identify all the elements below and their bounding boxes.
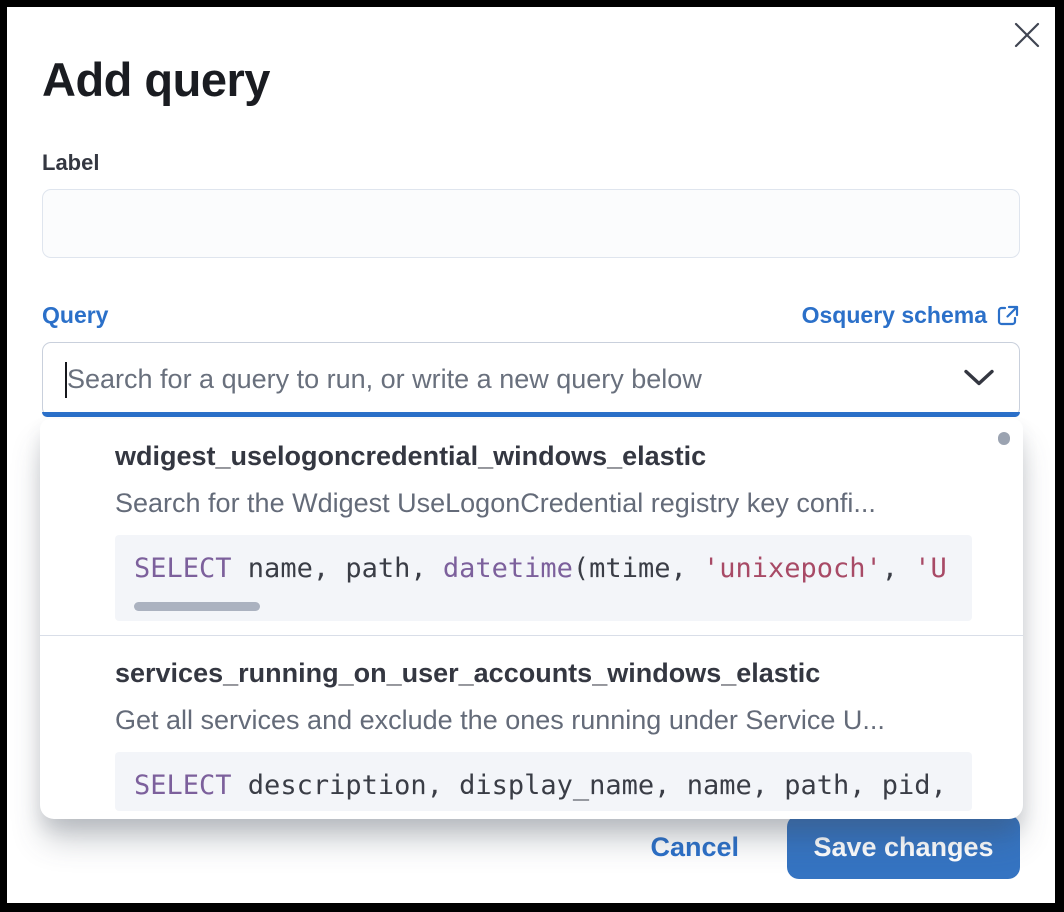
query-suggestions-dropdown: wdigest_uselogoncredential_windows_elast… [40, 419, 1023, 819]
label-input[interactable] [42, 189, 1020, 258]
modal-footer: Cancel Save changes [650, 815, 1020, 879]
add-query-modal: Add query Label Query Osquery schema Sea… [7, 7, 1055, 903]
query-option-sql-preview: SELECT description, display_name, name, … [115, 752, 972, 811]
query-options-list: wdigest_uselogoncredential_windows_elast… [40, 419, 1023, 819]
horizontal-scrollbar[interactable] [134, 602, 260, 611]
sql-code-line: SELECT description, display_name, name, … [134, 771, 947, 801]
query-option[interactable]: wdigest_uselogoncredential_windows_elast… [40, 419, 1023, 635]
close-icon[interactable] [1007, 15, 1047, 55]
combobox-focus-underline [42, 412, 1020, 417]
page-title: Add query [42, 53, 270, 106]
query-option[interactable]: services_running_on_user_accounts_window… [40, 635, 1023, 819]
query-field-label: Query [42, 302, 109, 328]
external-link-icon [997, 305, 1019, 325]
query-combobox-input[interactable]: Search for a query to run, or write a ne… [42, 342, 1020, 417]
query-field-header: Query Osquery schema [42, 302, 1020, 329]
query-combobox-placeholder: Search for a query to run, or write a ne… [67, 364, 702, 394]
chevron-down-icon[interactable] [963, 368, 995, 391]
osquery-schema-link-label: Osquery schema [801, 302, 987, 328]
text-cursor [65, 361, 67, 398]
query-option-sql-preview: SELECT name, path, datetime(mtime, 'unix… [115, 535, 972, 621]
query-option-title: services_running_on_user_accounts_window… [115, 658, 821, 688]
query-combobox-wrap: Search for a query to run, or write a ne… [40, 342, 1023, 819]
osquery-schema-link[interactable]: Osquery schema [802, 302, 1020, 329]
query-option-description: Get all services and exclude the ones ru… [115, 705, 885, 735]
query-option-title: wdigest_uselogoncredential_windows_elast… [115, 441, 707, 471]
sql-code-line: SELECT name, path, datetime(mtime, 'unix… [134, 554, 947, 584]
vertical-scrollbar[interactable] [998, 432, 1010, 445]
cancel-button[interactable]: Cancel [650, 831, 739, 862]
label-field-label: Label [42, 150, 100, 175]
query-option-description: Search for the Wdigest UseLogonCredentia… [115, 488, 876, 518]
save-changes-button[interactable]: Save changes [787, 815, 1020, 879]
